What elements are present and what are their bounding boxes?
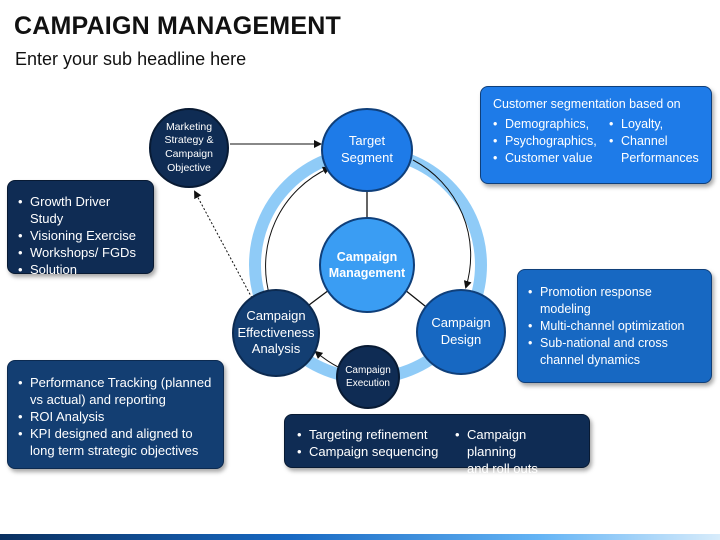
list-item: Promotion response modeling (528, 284, 701, 318)
growth-driver-box: Growth Driver Study Visioning Exercise W… (7, 180, 154, 294)
arrow-effectiveness-to-target (265, 166, 331, 298)
list-item: Campaign planning and roll outs (455, 426, 577, 477)
list-item: Psychographics, (493, 133, 609, 150)
node-campaign-effectiveness: Campaign Effectiveness Analysis (232, 289, 320, 377)
arrow-target-to-design (412, 159, 472, 289)
list-item: Sub-national and cross channel dynamics (528, 335, 701, 369)
page-subtitle: Enter your sub headline here (15, 49, 247, 69)
dotted-arrow-effectiveness-to-marketing (194, 190, 253, 299)
node-marketing-strategy: Marketing Strategy & Campaign Objective (149, 108, 229, 188)
list-item: Growth Driver Study (18, 193, 143, 227)
promotion-response-box: Promotion response modeling Multi-channe… (517, 269, 712, 383)
customer-segmentation-heading: Customer segmentation based on (493, 97, 681, 111)
list-item: Targeting refinement (297, 426, 455, 443)
list-item: Solution Roadmaps (18, 261, 143, 295)
list-item: ROI Analysis (18, 408, 213, 425)
node-campaign-management: Campaign Management (319, 217, 415, 313)
customer-segmentation-box: Customer segmentation based on Demograph… (480, 86, 712, 184)
node-campaign-design: Campaign Design (416, 289, 506, 375)
bottom-gradient-bar (0, 534, 720, 540)
list-item: Loyalty, (609, 116, 699, 133)
node-target-segment: Target Segment (321, 108, 413, 192)
list-item: Workshops/ FGDs (18, 244, 143, 261)
page-title: CAMPAIGN MANAGEMENT (14, 12, 341, 40)
performance-tracking-box: Performance Tracking (planned vs actual)… (7, 360, 224, 469)
node-campaign-execution: Campaign Execution (336, 345, 400, 409)
list-item: Campaign sequencing (297, 443, 455, 460)
targeting-refinement-box: Targeting refinement Campaign sequencing… (284, 414, 590, 476)
list-item: Multi-channel optimization (528, 318, 701, 335)
list-item: Demographics, (493, 116, 609, 133)
list-item: Channel Performances (609, 133, 699, 167)
list-item: Performance Tracking (planned vs actual)… (18, 374, 213, 408)
list-item: KPI designed and aligned to long term st… (18, 425, 213, 459)
list-item: Customer value (493, 150, 609, 167)
list-item: Visioning Exercise (18, 227, 143, 244)
